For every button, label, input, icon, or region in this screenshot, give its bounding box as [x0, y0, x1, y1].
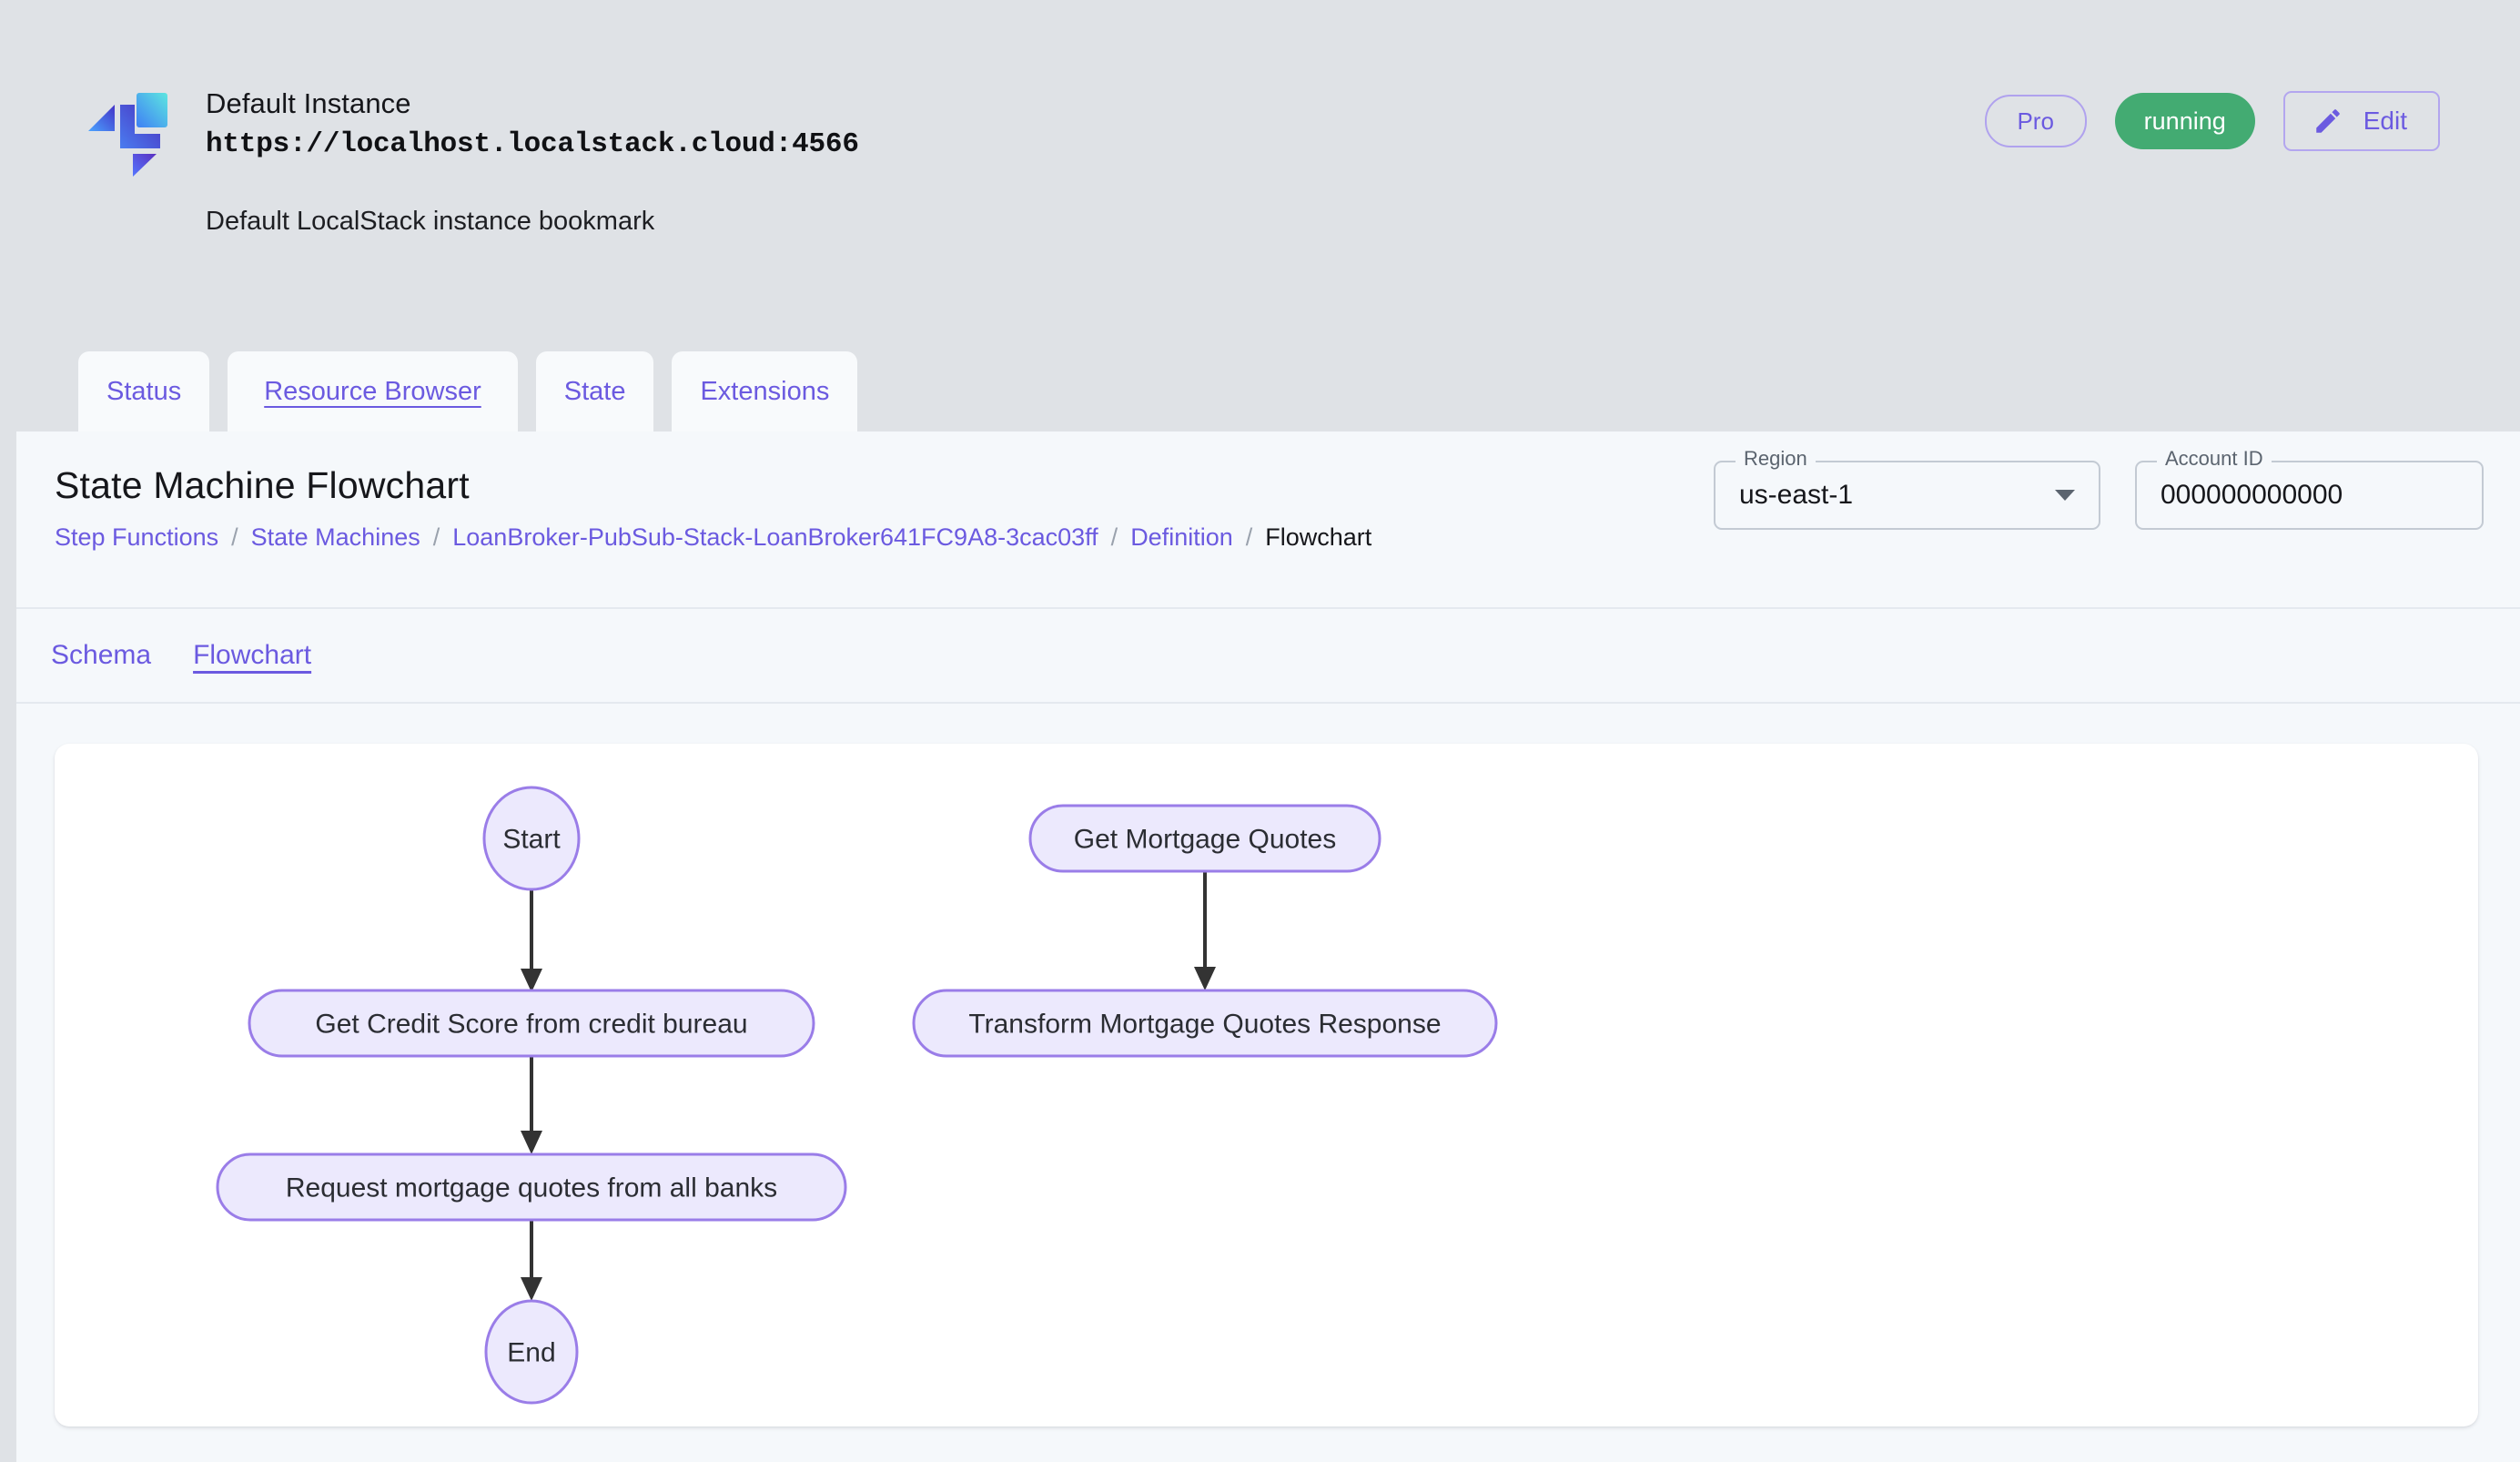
- primary-tabs: Status Resource Browser State Extensions: [0, 346, 2520, 431]
- flow-node-transform-response-label: Transform Mortgage Quotes Response: [968, 1010, 1441, 1040]
- region-value: us-east-1: [1739, 480, 1854, 510]
- tab-status-label: Status: [106, 376, 182, 406]
- instance-text-block: Default Instance https://localhost.local…: [206, 80, 859, 237]
- tab-status[interactable]: Status: [78, 351, 210, 431]
- account-id-field[interactable]: Account ID 000000000000: [2135, 449, 2484, 530]
- subtab-schema[interactable]: Schema: [51, 640, 152, 670]
- tab-state-label: State: [563, 376, 626, 406]
- instance-description: Default LocalStack instance bookmark: [206, 207, 655, 237]
- breadcrumb: Step Functions / State Machines / LoanBr…: [55, 523, 1371, 552]
- flow-node-request-quotes[interactable]: Request mortgage quotes from all banks: [216, 1152, 847, 1222]
- flow-node-get-credit-score-label: Get Credit Score from credit bureau: [315, 1010, 747, 1040]
- edge-start-to-credit: [521, 889, 542, 992]
- view-subtabs: Schema Flowchart: [16, 609, 2520, 704]
- flow-node-request-quotes-label: Request mortgage quotes from all banks: [286, 1173, 777, 1203]
- scope-selectors: Region us-east-1 Account ID 000000000000: [1714, 449, 2484, 530]
- edge-getquotes-to-transform: [1194, 871, 1216, 990]
- account-id-value: 000000000000: [2161, 480, 2343, 510]
- breadcrumb-item-state-machines[interactable]: State Machines: [250, 523, 420, 551]
- page-title-bar: State Machine Flowchart Step Functions /…: [16, 431, 2520, 609]
- instance-url: https://localhost.localstack.cloud:4566: [206, 128, 859, 161]
- flow-node-start[interactable]: Start: [482, 786, 581, 891]
- page-title: State Machine Flowchart: [55, 464, 470, 506]
- flowchart-card: Start Get Credit Score from credit burea…: [55, 744, 2478, 1426]
- flowchart-edges: [521, 871, 1216, 1301]
- edge-request-to-end: [521, 1220, 542, 1301]
- breadcrumb-item-state-machine-name[interactable]: LoanBroker-PubSub-Stack-LoanBroker641FC9…: [452, 523, 1098, 551]
- edge-credit-to-request: [521, 1056, 542, 1154]
- pro-badge: Pro: [1984, 95, 2087, 147]
- flow-node-get-credit-score[interactable]: Get Credit Score from credit bureau: [248, 989, 815, 1058]
- flow-node-end-label: End: [507, 1338, 555, 1368]
- tab-resource-browser-label: Resource Browser: [264, 376, 481, 406]
- localstack-logo-icon: [80, 82, 175, 177]
- flow-node-get-mortgage-quotes-label: Get Mortgage Quotes: [1074, 825, 1337, 855]
- state-machine-flowchart: Start Get Credit Score from credit burea…: [216, 786, 1498, 1405]
- breadcrumb-separator: /: [1245, 523, 1253, 551]
- pencil-icon: [2313, 106, 2343, 137]
- breadcrumb-item-flowchart: Flowchart: [1265, 523, 1372, 551]
- flowchart-nodes: Start Get Credit Score from credit burea…: [216, 786, 1498, 1405]
- region-label: Region: [1736, 449, 1816, 469]
- instance-header-inner: Default Instance https://localhost.local…: [80, 80, 2440, 237]
- subtab-flowchart[interactable]: Flowchart: [193, 640, 312, 670]
- status-badge: running: [2114, 93, 2255, 149]
- edit-button[interactable]: Edit: [2282, 91, 2440, 151]
- tab-extensions[interactable]: Extensions: [672, 351, 858, 431]
- flow-node-start-label: Start: [502, 825, 561, 855]
- breadcrumb-item-definition[interactable]: Definition: [1130, 523, 1233, 551]
- tab-extensions-label: Extensions: [700, 376, 830, 406]
- instance-brand: Default Instance https://localhost.local…: [80, 80, 859, 237]
- chevron-down-icon: [2055, 490, 2075, 501]
- breadcrumb-item-step-functions[interactable]: Step Functions: [55, 523, 219, 551]
- breadcrumb-separator: /: [231, 523, 238, 551]
- instance-name: Default Instance: [206, 87, 411, 119]
- region-select[interactable]: Region us-east-1: [1714, 449, 2100, 530]
- tab-resource-browser[interactable]: Resource Browser: [228, 351, 518, 431]
- flow-node-get-mortgage-quotes[interactable]: Get Mortgage Quotes: [1028, 804, 1381, 873]
- account-id-label: Account ID: [2157, 449, 2272, 469]
- breadcrumb-separator: /: [1110, 523, 1118, 551]
- instance-header-actions: Pro running Edit: [1984, 80, 2440, 151]
- edit-button-label: Edit: [2363, 107, 2407, 135]
- flow-node-transform-response[interactable]: Transform Mortgage Quotes Response: [912, 989, 1498, 1058]
- flow-node-end[interactable]: End: [484, 1299, 579, 1405]
- breadcrumb-separator: /: [432, 523, 440, 551]
- tab-state[interactable]: State: [535, 351, 654, 431]
